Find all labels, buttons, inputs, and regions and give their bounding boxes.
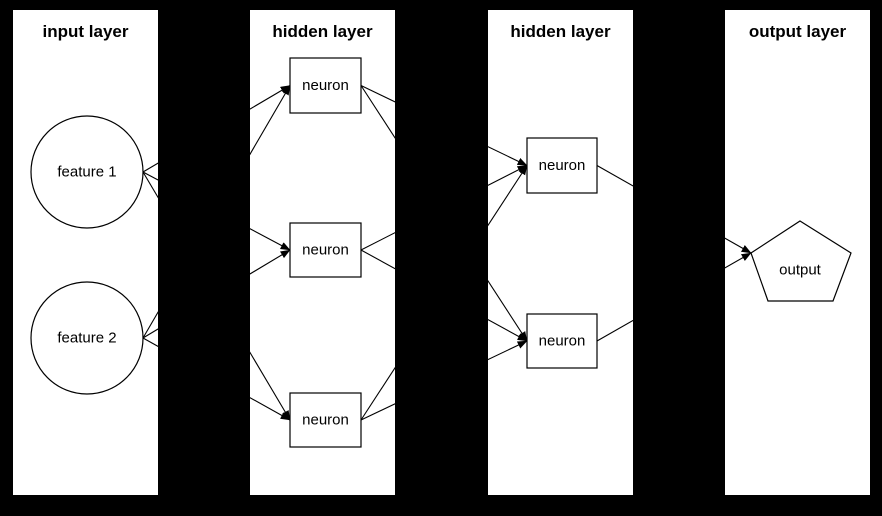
node-label-feature-2: feature 2 (57, 330, 116, 347)
edge-neuron-4-to-output (596, 165, 752, 254)
node-label-neuron-3: neuron (302, 412, 349, 429)
edge-neuron-2-to-neuron-4 (360, 165, 528, 251)
layer-panel-0 (13, 10, 158, 495)
edge-feature-1-to-neuron-1 (142, 85, 291, 173)
node-neuron-5 (526, 313, 598, 369)
panel-title-input-layer: input layer (42, 22, 129, 41)
edge-feature-1-to-neuron-3 (142, 171, 291, 421)
layer-panel-2 (488, 10, 633, 495)
node-label-neuron-2: neuron (302, 242, 349, 259)
node-label-neuron-1: neuron (302, 77, 349, 94)
node-neuron-3 (289, 392, 362, 448)
panel-title-hidden-layer-2: hidden layer (510, 22, 611, 41)
node-label-neuron-5: neuron (539, 333, 586, 350)
edge-feature-2-to-neuron-3 (142, 337, 291, 421)
node-label-output: output (779, 262, 822, 279)
edge-neuron-1-to-neuron-5 (360, 85, 528, 342)
edge-neuron-3-to-neuron-5 (360, 340, 528, 421)
node-label-feature-1: feature 1 (57, 164, 116, 181)
edge-neuron-1-to-neuron-4 (360, 85, 528, 166)
panel-title-hidden-layer-1: hidden layer (272, 22, 373, 41)
node-neuron-1 (289, 57, 362, 114)
node-neuron-4 (526, 137, 598, 194)
edge-feature-2-to-neuron-2 (142, 249, 291, 339)
edge-neuron-3-to-neuron-4 (360, 165, 528, 421)
node-label-neuron-4: neuron (539, 157, 586, 174)
node-feature-1 (30, 115, 144, 229)
edge-neuron-5-to-output (596, 252, 752, 342)
node-output (750, 220, 852, 302)
edge-neuron-2-to-neuron-5 (360, 249, 528, 342)
panel-title-output-layer: output layer (748, 22, 847, 41)
edge-feature-2-to-neuron-1 (142, 85, 291, 339)
node-neuron-2 (289, 222, 362, 278)
node-feature-2 (30, 281, 144, 395)
